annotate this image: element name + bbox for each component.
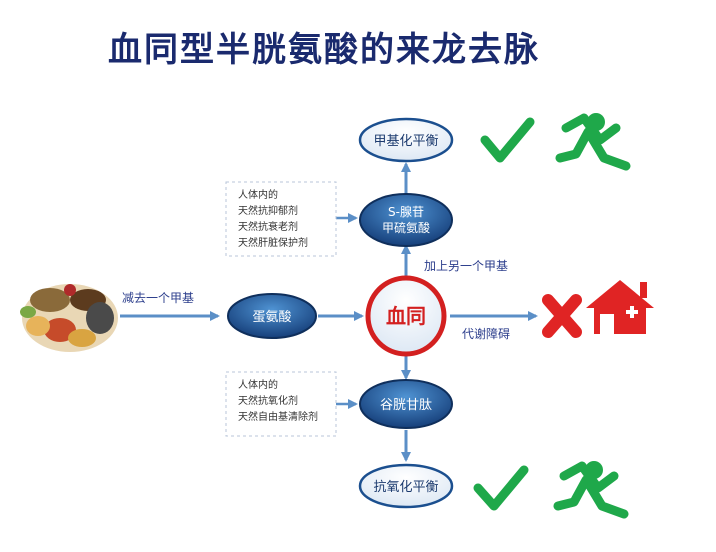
upper-note-box bbox=[225, 181, 337, 257]
node-methionine: 蛋氨酸 bbox=[227, 293, 317, 339]
lower-note-box bbox=[225, 371, 337, 437]
upper-note-line: 天然抗衰老剂 bbox=[238, 220, 298, 233]
page-title: 血同型半胱氨酸的来龙去脉 bbox=[108, 30, 540, 70]
node-label: 抗氧化平衡 bbox=[373, 480, 438, 495]
node-methyl-balance: 甲基化平衡 bbox=[358, 117, 454, 163]
node-label: 血同 bbox=[386, 304, 426, 328]
running-person-icon bbox=[553, 461, 629, 519]
lower-note: 人体内的 天然抗氧化剂 天然自由基清除剂 bbox=[238, 378, 318, 423]
node-label: 甲基化平衡 bbox=[373, 134, 438, 149]
edge-label-add-methyl: 加上另一个甲基 bbox=[424, 259, 508, 273]
lower-note-line: 人体内的 bbox=[238, 378, 278, 391]
upper-note-line: 天然抗抑郁剂 bbox=[238, 204, 298, 217]
hospital-house-icon bbox=[586, 280, 654, 334]
node-center: 血同 bbox=[365, 275, 447, 357]
upper-note-line: 人体内的 bbox=[238, 188, 278, 201]
lower-note-line: 天然自由基清除剂 bbox=[238, 410, 318, 423]
node-label: 谷胱甘肽 bbox=[380, 398, 432, 413]
x-mark-icon bbox=[542, 294, 582, 338]
node-same: S-腺苷 甲硫氨酸 bbox=[359, 193, 453, 247]
checkmark-icon bbox=[480, 117, 535, 163]
node-label: 蛋氨酸 bbox=[252, 310, 291, 325]
node-label: 甲硫氨酸 bbox=[382, 220, 430, 235]
node-label: S-腺苷 bbox=[388, 205, 424, 219]
food-photo-icon bbox=[20, 284, 118, 352]
upper-note-line: 天然肝脏保护剂 bbox=[238, 236, 308, 249]
edge-label-remove-methyl: 减去一个甲基 bbox=[122, 291, 194, 305]
running-person-icon bbox=[555, 113, 631, 171]
node-antioxidant-balance: 抗氧化平衡 bbox=[358, 463, 454, 509]
upper-note: 人体内的 天然抗抑郁剂 天然抗衰老剂 天然肝脏保护剂 bbox=[238, 188, 308, 249]
lower-note-line: 天然抗氧化剂 bbox=[238, 394, 298, 407]
checkmark-icon bbox=[473, 465, 529, 511]
edge-label-metabolic-disorder: 代谢障碍 bbox=[462, 326, 510, 341]
node-glutathione: 谷胱甘肽 bbox=[359, 379, 453, 429]
